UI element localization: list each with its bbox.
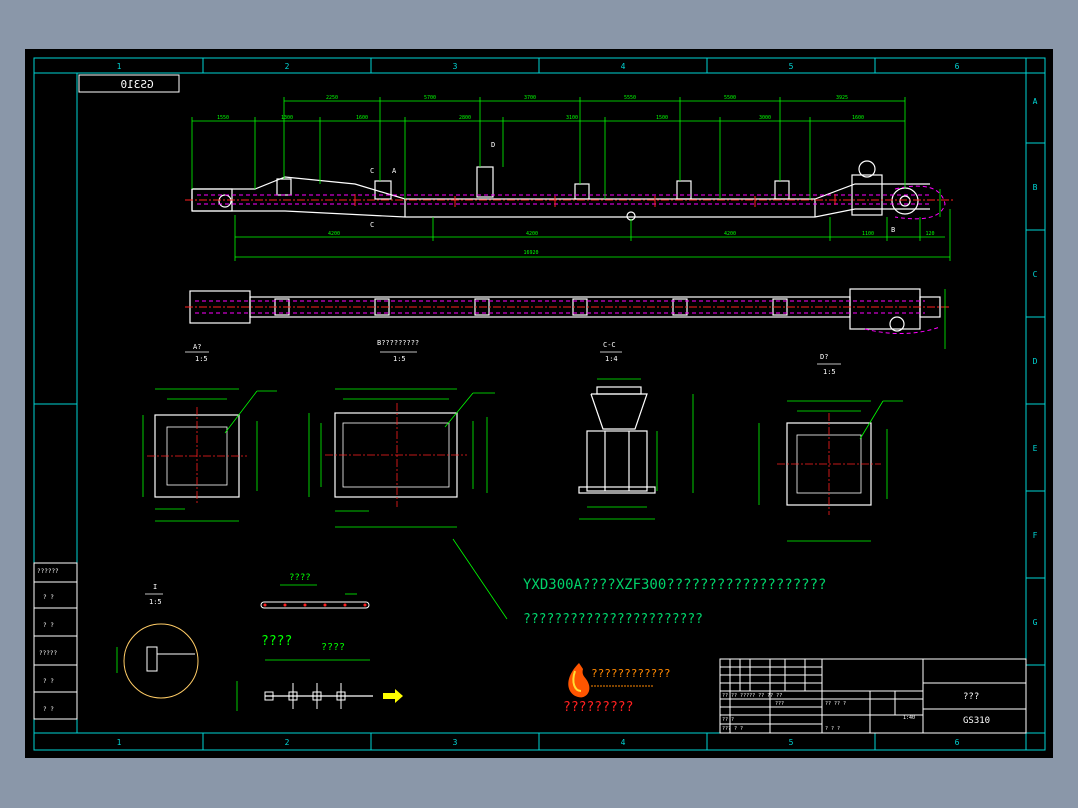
dim-mid-4: 2800	[459, 115, 471, 121]
col-label-4: 4	[621, 62, 626, 71]
dim-bottom-1: 4200	[328, 231, 340, 237]
company-tagline: ?????????	[563, 700, 633, 715]
row-label-c: C	[1033, 270, 1038, 279]
row-label-d: D	[1033, 357, 1038, 366]
title-row-5: ? ? ?	[825, 726, 840, 732]
col-label-1-bottom: 1	[117, 738, 122, 747]
revision-r1: ? ?	[43, 594, 54, 601]
drawing-sheet: 1 2 3 4 5 6 1 2 3 4 5 6 A B C D E F G GS…	[25, 49, 1053, 758]
col-label-6-bottom: 6	[955, 738, 960, 747]
note-line-1: YXD300A????XZF300???????????????????	[523, 577, 826, 593]
revision-title: ??????	[37, 568, 59, 575]
view-d: D? 1:5	[758, 353, 903, 542]
technical-notes: YXD300A????XZF300??????????????????? ???…	[523, 577, 826, 627]
revision-r4: ? ?	[43, 678, 54, 685]
col-label-3-bottom: 3	[453, 738, 458, 747]
dim-top-4: 5550	[624, 95, 636, 101]
view-a-scale: 1:5	[195, 355, 208, 363]
column-labels: 1 2 3 4 5 6 1 2 3 4 5 6	[117, 62, 960, 747]
section-c-bottom: C	[370, 221, 374, 229]
col-label-3: 3	[453, 62, 458, 71]
drawing-frame	[33, 57, 1046, 751]
title-block: ?? ?? ????? ?? ?? ?? ??? ?? ?? ? ?? ? ? …	[719, 658, 1027, 734]
view-b-scale: 1:5	[393, 355, 406, 363]
dim-mid-7: 3000	[759, 115, 771, 121]
scale-value: 1:40	[903, 715, 915, 721]
dim-top-3: 3700	[524, 95, 536, 101]
view-cc-scale: 1:4	[605, 355, 618, 363]
title-cell: ???	[963, 692, 979, 702]
dim-bottom-5: 120	[925, 231, 934, 237]
detail-i: I 1:5	[116, 583, 199, 699]
revision-r2: ? ?	[43, 622, 54, 629]
view-d-scale: 1:5	[823, 368, 836, 376]
section-b-mark: B	[891, 226, 895, 234]
dim-total-length: 16920	[523, 250, 538, 256]
row-label-e: E	[1033, 444, 1038, 453]
view-cc: C-C 1:4	[578, 341, 694, 520]
view-d-title: D?	[820, 353, 828, 361]
col-label-1: 1	[117, 62, 122, 71]
title-row-6: ??? ? ?	[722, 726, 743, 732]
detail-i-title: I	[153, 583, 157, 591]
row-label-f: F	[1033, 531, 1038, 540]
dim-mid-1: 1550	[217, 115, 229, 121]
flight-label-2: ????	[321, 642, 345, 653]
company-name: ????????????	[591, 667, 670, 680]
flight-detail: ???? ????	[236, 634, 403, 711]
title-row-1: ?? ?? ????? ?? ?? ??	[722, 693, 782, 699]
note-line-2: ???????????????????????	[523, 612, 703, 627]
dim-bottom-3: 4200	[724, 231, 736, 237]
dim-mid-5: 3100	[566, 115, 578, 121]
col-label-6: 6	[955, 62, 960, 71]
view-b: B????????? 1:5	[308, 339, 508, 620]
chain-label: ????	[289, 573, 311, 583]
dim-top-2: 5700	[424, 95, 436, 101]
chain-detail: ????	[260, 573, 370, 609]
revision-r3: ?????	[39, 650, 57, 657]
stamp-text: GS310	[120, 78, 153, 91]
dim-top-6: 3925	[836, 95, 848, 101]
section-a-mark: A	[392, 167, 397, 175]
dim-top-5: 5500	[724, 95, 736, 101]
cad-drawing: 1 2 3 4 5 6 1 2 3 4 5 6 A B C D E F G GS…	[33, 57, 1046, 751]
dim-mid-2: 1300	[281, 115, 293, 121]
dim-mid-3: 1600	[356, 115, 368, 121]
col-label-2: 2	[285, 62, 290, 71]
view-cc-title: C-C	[603, 341, 616, 349]
dim-bottom-4: 1100	[862, 231, 874, 237]
view-a-title: A?	[193, 343, 201, 351]
dim-mid-8: 1600	[852, 115, 864, 121]
dim-top-1: 2250	[326, 95, 338, 101]
revision-r5: ? ?	[43, 706, 54, 713]
row-label-g: G	[1033, 618, 1038, 627]
company-logo: ???????????? ?????????	[563, 663, 670, 715]
dim-bottom-2: 4200	[526, 231, 538, 237]
view-a: A? 1:5	[142, 343, 277, 522]
section-c-top: C	[370, 167, 374, 175]
title-row-4: ?? ?	[722, 717, 734, 723]
title-row-2: ???	[775, 701, 784, 707]
flight-label-1: ????	[261, 634, 292, 649]
flame-icon	[568, 663, 590, 698]
view-b-title: B?????????	[377, 339, 419, 347]
section-d-mark: D	[491, 141, 495, 149]
direction-arrow-icon	[383, 689, 403, 703]
row-label-b: B	[1033, 183, 1038, 192]
title-row-3: ?? ?? ?	[825, 701, 846, 707]
row-label-a: A	[1033, 97, 1038, 106]
revision-block: ?????? ? ? ? ? ????? ? ? ? ?	[33, 562, 78, 720]
dim-mid-6: 1500	[656, 115, 668, 121]
row-labels: A B C D E F G	[1033, 97, 1038, 627]
col-label-5: 5	[789, 62, 794, 71]
col-label-2-bottom: 2	[285, 738, 290, 747]
drawing-number-stamp: GS310	[78, 74, 180, 93]
detail-i-scale: 1:5	[149, 598, 162, 606]
col-label-4-bottom: 4	[621, 738, 626, 747]
plan-view	[185, 288, 950, 349]
drawing-code: GS310	[963, 716, 990, 726]
col-label-5-bottom: 5	[789, 738, 794, 747]
elevation-view: 2250 5700 3700 5550 5500 3925 1550 1300 …	[185, 95, 955, 261]
